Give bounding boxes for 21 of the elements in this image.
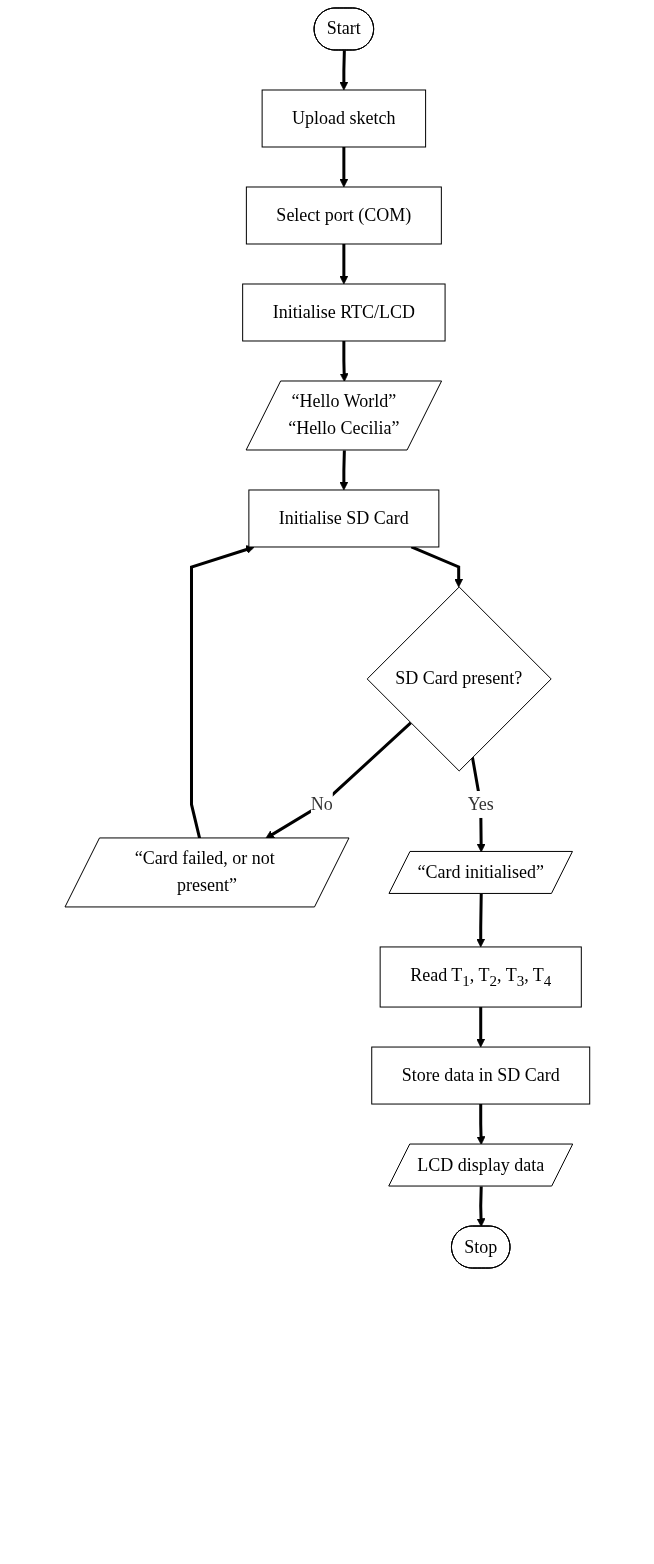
arrow [410, 545, 463, 588]
node-diamond: SD Card present? [366, 586, 552, 772]
arrow [476, 1186, 486, 1227]
edge-label: Yes [467, 793, 494, 814]
arrow [339, 147, 348, 188]
node-box: Initialise RTC/LCD [241, 283, 446, 342]
arrow [475, 893, 485, 948]
node-box: Select port (COM) [245, 186, 442, 245]
edge-label: No [310, 793, 333, 814]
arrow [339, 450, 348, 491]
arrow [189, 545, 255, 839]
arrow [265, 721, 412, 839]
node-box: Upload sketch [261, 89, 426, 148]
arrow [339, 50, 348, 91]
arrow [475, 1007, 485, 1048]
node-box: Store data in SD Card [370, 1046, 590, 1105]
arrow [339, 244, 348, 285]
arrow [476, 1104, 486, 1145]
arrow [339, 341, 349, 382]
node-box: Read T$_{1}$, T$_{2}$, T$_{3}$, T$_{4}$ [379, 946, 582, 1008]
node-box: Initialise SD Card [248, 489, 439, 548]
